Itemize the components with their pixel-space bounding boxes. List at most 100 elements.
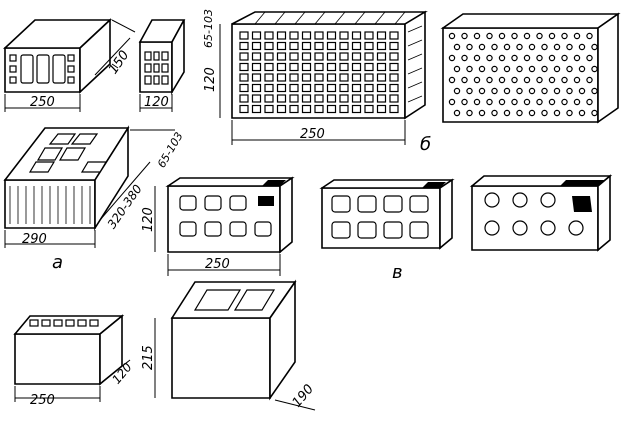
square-perforation — [376, 62, 387, 72]
square-perforation — [289, 83, 299, 93]
dim-250-b: 250 — [300, 127, 325, 142]
label-v: в — [392, 262, 403, 283]
round-perforation — [586, 32, 593, 40]
square-perforation — [251, 104, 262, 114]
square-perforation — [389, 94, 399, 103]
square-perforation — [301, 31, 312, 40]
square-perforation — [314, 62, 324, 72]
round-perforation — [511, 32, 518, 40]
dim-250-v: 250 — [205, 257, 230, 272]
ceramic-block-3 — [469, 174, 613, 252]
square-perforation — [326, 52, 337, 61]
round-perforation — [591, 65, 598, 73]
square-perforation — [301, 83, 312, 93]
round-perforation — [536, 98, 543, 106]
square-perforation — [314, 73, 324, 82]
round-perforation — [548, 54, 556, 62]
square-perforation — [239, 104, 249, 114]
square-perforation — [364, 62, 374, 72]
square-perforation — [314, 41, 324, 51]
square-perforation — [389, 52, 399, 61]
square-perforation — [264, 73, 274, 82]
round-perforation — [473, 54, 481, 62]
square-perforation — [301, 41, 312, 51]
round-perforation — [453, 65, 461, 73]
label-b: б — [420, 134, 431, 155]
square-perforation — [239, 73, 249, 82]
square-perforation — [364, 83, 374, 93]
round-perforation — [453, 109, 461, 117]
round-perforation — [498, 54, 506, 62]
round-perforation — [498, 98, 506, 106]
square-perforation — [339, 104, 349, 114]
dim-250-g: 250 — [30, 393, 55, 408]
square-perforation — [301, 62, 312, 72]
square-perforation — [364, 41, 374, 51]
round-perforation — [448, 54, 456, 62]
round-perforation — [516, 87, 523, 95]
square-perforation — [301, 52, 312, 61]
round-perforation — [473, 32, 481, 40]
square-perforation — [376, 52, 387, 61]
square-perforation — [301, 73, 312, 82]
round-perforation — [528, 109, 536, 117]
square-perforation — [376, 104, 387, 114]
round-perforation — [578, 65, 586, 73]
round-perforation — [516, 109, 523, 117]
round-perforation — [566, 65, 573, 73]
hollow-brick-250 — [2, 18, 136, 112]
round-perforation — [553, 65, 561, 73]
dim-120-b: 120 — [203, 67, 218, 92]
square-perforation — [351, 83, 362, 93]
round-perforation — [561, 76, 568, 84]
square-perforation — [289, 94, 299, 103]
round-perforation — [478, 109, 486, 117]
round-perforation — [591, 109, 598, 117]
square-perforation — [351, 104, 362, 114]
square-perforation — [276, 104, 287, 114]
square-perforation — [276, 41, 287, 51]
square-perforation — [239, 83, 249, 93]
square-perforation — [251, 52, 262, 61]
round-perforation — [466, 87, 473, 95]
round-perforation — [578, 43, 586, 51]
dim-215: 215 — [141, 345, 156, 370]
round-perforation — [448, 32, 456, 40]
round-perforation — [461, 32, 468, 40]
square-perforation — [364, 94, 374, 103]
square-perforation — [389, 31, 399, 40]
square-perforation — [351, 52, 362, 61]
round-perforation — [528, 65, 536, 73]
square-perforation — [364, 104, 374, 114]
round-perforation — [466, 43, 473, 51]
square-perforation — [326, 83, 337, 93]
square-perforation — [364, 73, 374, 82]
ceramic-block-1 — [154, 176, 295, 276]
square-perforation — [239, 31, 249, 40]
square-perforation — [276, 31, 287, 40]
square-perforation — [239, 41, 249, 51]
square-perforation — [314, 31, 324, 40]
square-perforation — [264, 104, 274, 114]
hollow-concrete-block — [154, 279, 316, 411]
round-perforation — [491, 65, 498, 73]
round-perforation — [486, 32, 493, 40]
square-perforation — [389, 104, 399, 114]
round-perforation — [503, 43, 511, 51]
round-perforation — [591, 43, 598, 51]
ribbed-brick — [13, 314, 131, 402]
round-perforation — [528, 87, 536, 95]
square-perforation — [264, 62, 274, 72]
square-perforation — [276, 52, 287, 61]
round-perforation — [448, 98, 456, 106]
round-perforation — [511, 54, 518, 62]
perforated-brick-square — [219, 10, 428, 145]
round-perforation — [573, 98, 581, 106]
large-hollow-block — [3, 125, 175, 248]
square-perforation — [314, 94, 324, 103]
square-perforation — [389, 62, 399, 72]
dim-250-a: 250 — [30, 95, 55, 110]
round-perforation — [491, 109, 498, 117]
square-perforation — [326, 62, 337, 72]
